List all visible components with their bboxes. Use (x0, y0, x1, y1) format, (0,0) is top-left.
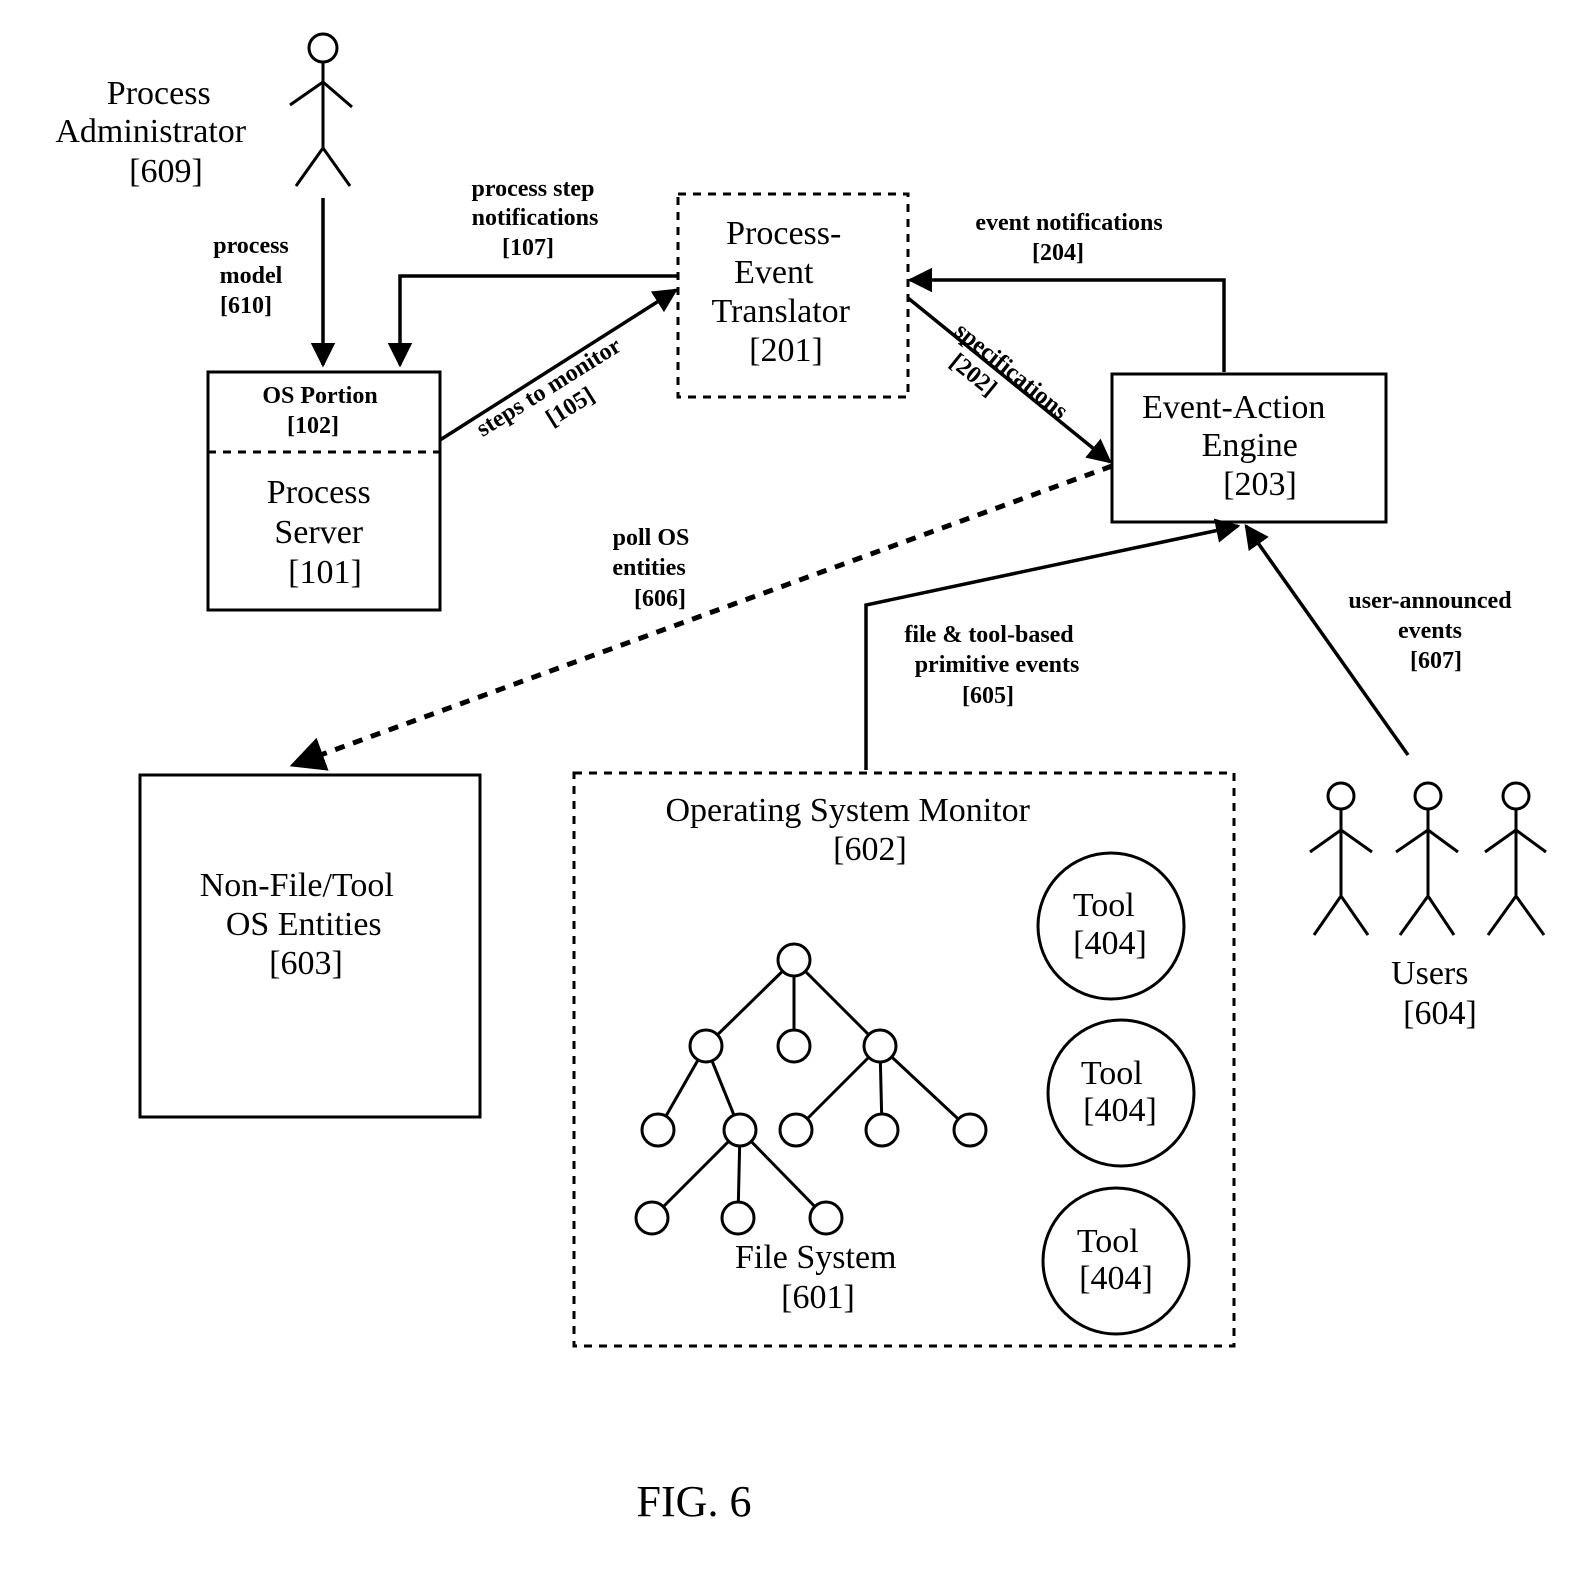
svg-text:Tool [404]: Tool [404] (1081, 1055, 1157, 1129)
non-file-entities-label: Non-File/Tool OS Entities [603] (200, 867, 403, 982)
translator-label: Process- Event Translator [201] (711, 215, 858, 369)
steps-to-monitor-label: steps to monitor [105] (472, 330, 646, 466)
event-notifications-label: event notifications [204] (975, 210, 1168, 266)
user-actor-icon (1309, 781, 1373, 936)
user-events-arrow (1244, 523, 1410, 757)
poll-os-label: poll OS entities [606] (612, 525, 695, 612)
step-notifications-label: process step notifications [107] (472, 176, 605, 261)
process-server-box (206, 370, 442, 612)
non-file-entities-box (138, 773, 482, 1119)
os-monitor-box (572, 771, 1236, 1348)
primitive-events-label: file & tool-based primitive events [605] (904, 622, 1085, 709)
steps-to-monitor-arrow (439, 288, 679, 442)
specifications-label: specifications [202] (933, 318, 1078, 449)
event-notifications-arrow (907, 267, 1226, 372)
engine-box (1110, 372, 1388, 524)
file-system-tree-icon (634, 942, 988, 1236)
process-model-label: process model [610] (213, 233, 295, 319)
os-portion-label: OS Portion [102] (262, 383, 383, 439)
process-server-label: Process Server [101] (267, 474, 379, 591)
step-notifications-arrow (387, 274, 678, 368)
svg-text:Tool [404]: Tool [404] (1073, 887, 1147, 962)
user-actor-icon (1395, 781, 1459, 936)
poll-os-arrow (289, 463, 1113, 771)
user-events-label: user-announced events [607] (1348, 588, 1517, 674)
os-monitor-label: Operating System Monitor [602] (665, 792, 1038, 868)
figure-label: FIG. 6 (637, 1477, 752, 1526)
tool-circle: Tool [404] (1046, 1018, 1196, 1168)
administrator-actor-icon (289, 32, 353, 187)
users-label: Users [604] (1391, 955, 1477, 1032)
specifications-arrow (906, 296, 1112, 464)
primitive-events-arrow (864, 518, 1241, 770)
engine-label: Event-Action Engine [203] (1142, 389, 1334, 503)
svg-text:Tool [404]: Tool [404] (1077, 1223, 1153, 1297)
tool-circle: Tool [404] (1036, 851, 1186, 1001)
user-actor-icon (1484, 781, 1547, 936)
file-system-label: File System [601] (735, 1239, 905, 1316)
administrator-label: Process Administrator [609] (55, 75, 254, 190)
tool-circle: Tool [404] (1041, 1186, 1191, 1336)
translator-box (676, 192, 910, 399)
